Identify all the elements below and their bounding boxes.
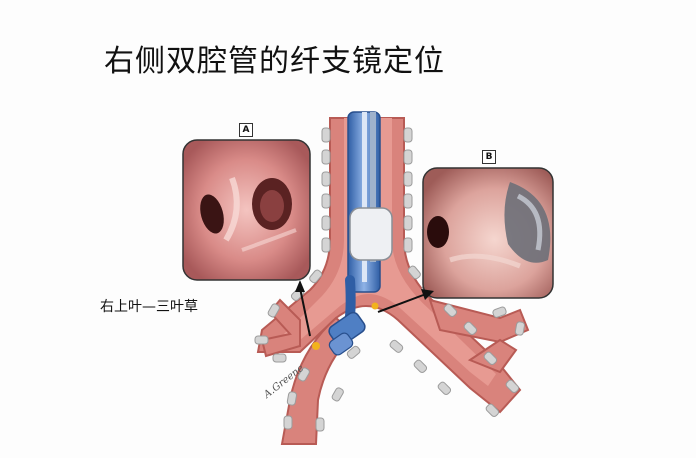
- marker-carina: [371, 302, 379, 310]
- arrow-to-view-a: [295, 280, 311, 337]
- slide-title: 右侧双腔管的纤支镜定位: [104, 44, 445, 79]
- bronchial-cuff: [328, 311, 366, 356]
- left-upper-branch: [260, 298, 301, 358]
- scope-view-a: [182, 139, 311, 281]
- panel-label-b: B: [482, 150, 496, 164]
- marker-right-upper-lobe: [312, 342, 320, 350]
- scope-view-b: [422, 167, 554, 299]
- cartilage-rings: [254, 127, 526, 432]
- tracheal-cuff: [349, 207, 393, 261]
- arrow-to-view-b: [377, 289, 434, 313]
- caption-right-upper-lobe: 右上叶—三叶草: [100, 299, 198, 315]
- panel-label-a: A: [239, 123, 253, 137]
